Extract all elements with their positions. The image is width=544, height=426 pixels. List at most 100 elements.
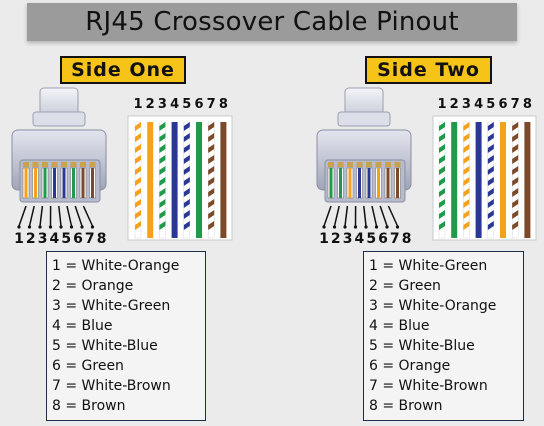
pin-arrow (58, 205, 62, 227)
wire-stripe (159, 122, 166, 131)
wire-stripe (512, 122, 519, 131)
pin-arrow-head (343, 225, 347, 229)
wire-pin-number: 7 (207, 97, 216, 112)
wire-stripe (512, 199, 519, 208)
wire-pin-number: 1 (437, 97, 446, 112)
wire-panel (432, 115, 537, 241)
pin-arrow (74, 205, 83, 227)
wire-pin-number: 6 (498, 97, 507, 112)
pin-arrow (333, 205, 340, 227)
wire-stripe (512, 166, 519, 175)
wire-stripe (512, 177, 519, 186)
legend-item: 3 = White-Green (52, 298, 171, 314)
wire-pin-number: 2 (450, 97, 459, 112)
wire-base (500, 122, 506, 238)
connector-pin-number: 3 (38, 231, 48, 247)
gold-pin (337, 162, 344, 167)
pin-arrow (344, 205, 349, 227)
pin-arrow-head (395, 225, 400, 229)
wire-stripe (208, 177, 215, 186)
wire (183, 121, 191, 239)
wire-stripe (463, 133, 470, 142)
wire-stripe (183, 133, 190, 142)
wire-panel (127, 115, 233, 241)
wire-stripe (183, 199, 190, 208)
wire-stripe (512, 188, 519, 197)
wire-stripe (208, 221, 215, 230)
pin-arrow-head (38, 225, 42, 229)
wire-pin-number: 1 (133, 97, 142, 112)
connector-pin-number: 7 (85, 231, 95, 247)
connector-contact-color (348, 168, 352, 198)
legend-item: 8 = Brown (52, 398, 126, 414)
legend-item: 6 = Orange (369, 358, 451, 374)
connector-contact-color (377, 168, 380, 198)
wire-stripe (208, 199, 215, 208)
wire-stripe (463, 199, 470, 208)
connector-pin-number: 3 (343, 231, 353, 247)
wire (207, 121, 215, 239)
wire (524, 122, 531, 238)
pin-arrow-head (17, 225, 21, 229)
wire-stripe (135, 188, 141, 197)
pin-arrow-head (27, 225, 32, 229)
pin-arrow (82, 205, 94, 227)
wire-stripe (183, 155, 190, 164)
wire-stripe (159, 199, 166, 208)
pin-arrow-head (374, 225, 379, 229)
connector-pin-number: 1 (14, 231, 24, 247)
connector-contact-color (24, 168, 28, 198)
wire (159, 121, 166, 239)
wire-stripe (512, 133, 519, 142)
wire-stripe (208, 144, 215, 153)
gold-pin (32, 162, 39, 167)
wire-stripe (439, 188, 445, 197)
wire-stripe (439, 177, 445, 186)
wire-stripe (135, 210, 141, 219)
wire-stripe (159, 166, 166, 175)
gold-pin (375, 162, 382, 167)
side-two-label: Side Two (365, 56, 492, 84)
wire-stripe (183, 221, 190, 230)
wire-stripe (512, 144, 519, 153)
connector-pin-number: 2 (331, 231, 341, 247)
wire-pin-number: 7 (511, 97, 520, 112)
pin-arrow-head (80, 225, 84, 229)
wire-base (524, 122, 531, 238)
connector-contact-color (72, 168, 75, 198)
wire-stripe (208, 122, 215, 131)
wire-stripe (439, 155, 445, 164)
connector-pin-number: 4 (355, 231, 365, 247)
legend-item: 4 = Blue (369, 318, 430, 334)
wire-stripe (135, 155, 141, 164)
pin-arrow (387, 205, 399, 227)
wire-stripe (463, 122, 470, 131)
connector-contact-color (396, 168, 399, 198)
gold-pin (385, 162, 391, 167)
wire-stripe (487, 199, 494, 208)
gold-pin (394, 162, 401, 167)
wire (220, 122, 227, 238)
wire-pin-number: 8 (219, 97, 228, 112)
pin-arrow (66, 205, 73, 227)
wire-stripe (439, 133, 445, 142)
wire-stripe (135, 144, 141, 153)
legend-item: 2 = Green (369, 278, 441, 294)
gold-pin (42, 162, 48, 167)
legend-item: 8 = Brown (369, 398, 443, 414)
pin-arrow (28, 205, 35, 227)
connector-pin-number: 2 (26, 231, 36, 247)
connector-contact-color (386, 168, 390, 198)
pin-arrow-head (385, 225, 389, 229)
wire (511, 121, 519, 239)
pin-arrow-head (48, 225, 53, 229)
connector-pin-number: 8 (97, 231, 107, 247)
connector-contact-color (91, 168, 94, 198)
title-bar: RJ45 Crossover Cable Pinout (27, 3, 517, 41)
wire-stripe (487, 155, 494, 164)
wire-stripe (183, 210, 190, 219)
gold-pin (366, 162, 372, 167)
wire (134, 121, 142, 239)
